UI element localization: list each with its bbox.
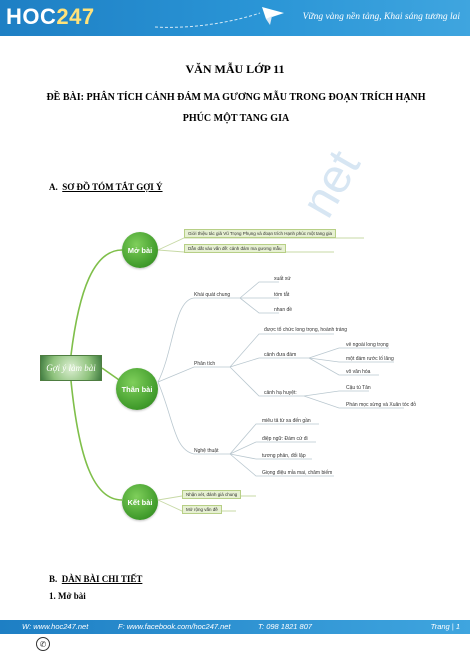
page-subtitle: ĐỀ BÀI: PHÂN TÍCH CẢNH ĐÁM MA GƯƠNG MẪU … — [46, 92, 426, 124]
section-b-heading: B. DÀN BÀI CHI TIẾT — [49, 574, 142, 584]
nghe-thuat-item-3: tương phản, đối lập — [262, 453, 306, 459]
branch-ket-bai — [70, 380, 123, 501]
section-b-label: DÀN BÀI CHI TIẾT — [61, 574, 143, 584]
nghe-thuat-item-4: Giọng điệu mỉa mai, châm biếm — [262, 470, 333, 476]
footer-bar: W: www.hoc247.net F: www.facebook.com/ho… — [0, 620, 470, 634]
hoc247-logo[interactable]: HOC247 — [6, 4, 95, 30]
nghe-thuat-item-2: điệp ngữ: Đám cứ đi — [262, 436, 308, 442]
phan-tich-node: Phân tích — [194, 361, 216, 367]
section-b-prefix: B. — [49, 574, 58, 584]
footer-page-number: Trang | 1 — [430, 622, 460, 631]
section-1-heading: 1. Mở bài — [49, 591, 86, 601]
phone-icon: ✆ — [36, 637, 50, 651]
branch-mo-bai — [70, 249, 123, 356]
ket-bai-item-2: Mở rộng vấn đề — [182, 505, 222, 514]
ket-bai-node: Kết bài — [122, 484, 158, 520]
than-bai-node: Thân bài — [116, 368, 158, 410]
canh-ha-huyet-node: cảnh hạ huyệt: — [264, 390, 297, 396]
phan-tich-intro: được tổ chức long trọng, hoành tráng — [264, 327, 348, 333]
canh-ha-huyet-item-2: Phán mọc sừng và Xuân tóc đỏ — [346, 402, 417, 408]
khai-quat-item-3: nhan đề — [274, 307, 293, 313]
header-banner: HOC247 Vững vàng nền tảng, Khai sáng tươ… — [0, 0, 470, 36]
section-a-heading: A. SƠ ĐỒ TÓM TẮT GỢI Ý — [49, 182, 163, 192]
khai-quat-chung-node: Khái quát chung — [194, 292, 231, 298]
mo-bai-item-1: Giới thiệu tác giả Vũ Trọng Phụng và đoạ… — [184, 229, 337, 238]
mind-map: Gợi ý làm bài Mở bài Giới thiệu tác giả … — [34, 210, 434, 540]
slogan: Vững vàng nền tảng, Khai sáng tương lai — [302, 12, 460, 22]
mind-map-branches — [70, 237, 404, 512]
paper-plane-icon — [154, 7, 284, 28]
canh-dua-dam-item-2: một đám rước lố lăng — [346, 356, 394, 362]
mo-bai-node: Mở bài — [122, 232, 158, 268]
canh-ha-huyet-item-1: Cậu tú Tân — [346, 385, 371, 391]
footer-phone: T: 098 1821 807 — [258, 622, 313, 631]
khai-quat-item-1: xuất xứ — [274, 276, 291, 282]
khai-quat-item-2: tóm tắt — [274, 292, 290, 298]
canh-dua-dam-item-1: vẻ ngoài long trọng — [346, 342, 389, 348]
section-a-prefix: A. — [49, 182, 58, 192]
nghe-thuat-node: Nghệ thuật — [194, 448, 219, 454]
ket-bai-item-1: Nhận xét, đánh giá chung — [182, 490, 242, 499]
footer-website-link[interactable]: W: www.hoc247.net — [22, 622, 89, 631]
mo-bai-item-2: Dẫn dắt vào vấn đề: cảnh đám ma gương mẫ… — [184, 244, 286, 253]
footer-facebook-link[interactable]: F: www.facebook.com/hoc247.net — [118, 622, 231, 631]
section-a-label: SƠ ĐỒ TÓM TẮT GỢI Ý — [62, 182, 163, 192]
nghe-thuat-item-1: miêu tả từ xa đến gần — [262, 418, 311, 424]
logo-text: HOC — [6, 4, 57, 29]
canh-dua-dam-item-3: vô văn hóa — [346, 369, 371, 375]
canh-dua-dam-node: cảnh đưa đám — [264, 352, 297, 358]
logo-number: 247 — [56, 4, 95, 29]
center-node: Gợi ý làm bài — [40, 355, 102, 381]
page-title: VĂN MẪU LỚP 11 — [185, 62, 285, 76]
